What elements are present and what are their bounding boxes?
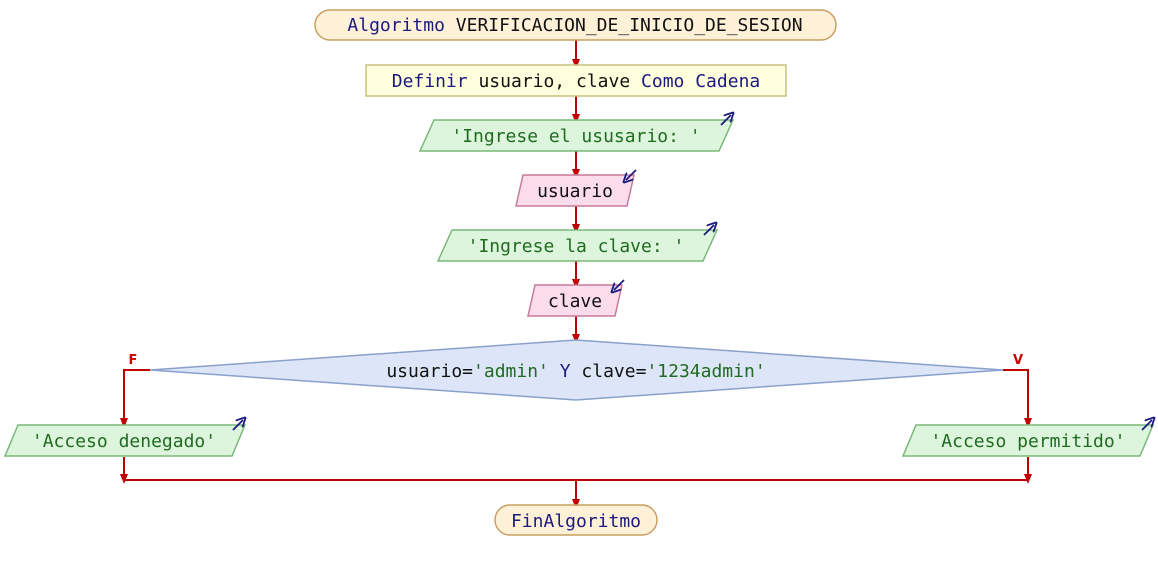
output-arrow-icon <box>703 225 714 236</box>
decision-val2: '1234admin' <box>646 361 765 382</box>
false-branch-label: F <box>129 353 138 368</box>
end-terminal: FinAlgoritmo <box>494 504 658 536</box>
define-type: Cadena <box>695 71 760 92</box>
output-access-denied: 'Acceso denegado' <box>3 420 245 457</box>
output-prompt-pass-text: 'Ingrese la clave: ' <box>468 236 685 257</box>
connector-false-branch <box>120 369 150 428</box>
decision-op: Y <box>560 361 571 382</box>
true-branch-label: V <box>1013 353 1023 368</box>
output-access-denied-text: 'Acceso denegado' <box>32 431 216 452</box>
define-keyword: Definir <box>392 71 468 92</box>
start-terminal: Algoritmo VERIFICACION_DE_INICIO_DE_SESI… <box>314 9 837 41</box>
decision-node: usuario='admin' Y clave='1234admin' F V <box>129 339 1023 401</box>
connectors <box>120 40 1032 509</box>
define-process: Definir usuario, clave Como Cadena <box>365 64 787 97</box>
output-prompt-pass: 'Ingrese la clave: ' <box>436 225 717 262</box>
decision-val1: 'admin' <box>473 361 549 382</box>
output-arrow-icon <box>232 420 243 431</box>
output-arrow-icon <box>1141 420 1152 431</box>
output-access-granted: 'Acceso permitido' <box>901 420 1153 457</box>
input-arrow-icon <box>614 279 625 290</box>
connector-true-branch <box>1003 369 1032 428</box>
decision-condition: usuario='admin' Y clave='1234admin' <box>386 361 765 382</box>
output-access-granted-text: 'Acceso permitido' <box>930 431 1125 452</box>
output-arrow-icon <box>720 115 731 126</box>
decision-lhs1: usuario= <box>386 361 473 382</box>
input-read-user-text: usuario <box>537 181 613 202</box>
decision-lhs2: clave= <box>581 361 646 382</box>
start-keyword: Algoritmo <box>347 15 445 36</box>
end-keyword: FinAlgoritmo <box>511 511 641 532</box>
output-prompt-user-text: 'Ingrese el ususario: ' <box>451 126 700 147</box>
start-terminal-text: Algoritmo VERIFICACION_DE_INICIO_DE_SESI… <box>347 15 802 36</box>
input-read-pass: clave <box>527 279 625 317</box>
input-read-user: usuario <box>515 169 637 207</box>
input-arrow-icon <box>626 169 637 180</box>
define-text: Definir usuario, clave Como Cadena <box>392 71 761 92</box>
define-type-keyword: Como <box>641 71 684 92</box>
define-vars: usuario, clave <box>478 71 630 92</box>
output-prompt-user: 'Ingrese el ususario: ' <box>418 115 733 152</box>
input-read-pass-text: clave <box>548 291 602 312</box>
algorithm-name: VERIFICACION_DE_INICIO_DE_SESION <box>456 15 803 36</box>
